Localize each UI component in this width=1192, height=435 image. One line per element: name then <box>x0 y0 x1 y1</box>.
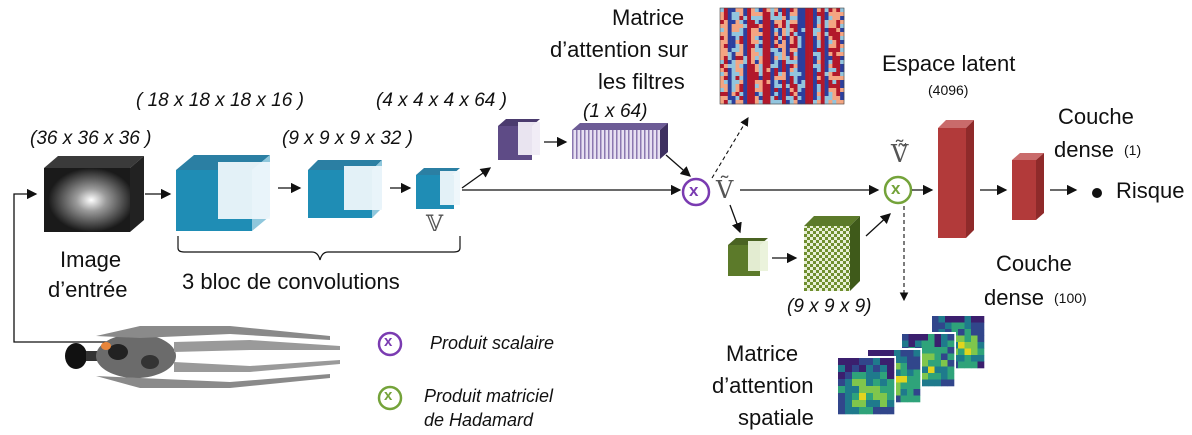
filter-attention-title-line2: d’attention sur <box>550 37 689 62</box>
legend-hadamard-glyph: x <box>384 387 393 404</box>
dense-100-block <box>1012 153 1044 220</box>
conv3-dims-label: (4 x 4 x 4 x 64 ) <box>376 90 507 111</box>
v-double-tilde-symbol: Ṽ̃ <box>891 140 909 168</box>
dense100-size: (100) <box>1054 290 1087 306</box>
dense1-size: (1) <box>1124 142 1142 158</box>
latent-space-title: Espace latent <box>882 51 1016 76</box>
image-label-line1: Image <box>60 247 122 272</box>
legend-hadamard-label-line1: Produit matriciel <box>424 386 554 406</box>
risk-label: Risque <box>1116 178 1185 203</box>
dense100-label-line1: Couche <box>996 251 1072 276</box>
dense100-label-line2: dense <box>984 285 1044 310</box>
filter-attention-title-line1: Matrice <box>612 5 685 30</box>
latent-space-size: (4096) <box>928 82 969 98</box>
input-dims-label: (36 x 36 x 36 ) <box>30 128 152 149</box>
hadamard-op-glyph: x <box>891 179 901 198</box>
legend-hadamard-label-line2: de Hadamard <box>424 410 534 430</box>
dashed-arrow-filter-matrix <box>711 117 749 179</box>
conv2-dims-label: (9 x 9 x 9 x 32 ) <box>282 128 413 149</box>
conv-block-3 <box>416 168 460 209</box>
conv-blocks-brace <box>177 236 461 261</box>
filter-attention-block <box>498 119 540 160</box>
spatial-attention-title-line2: d’attention <box>712 373 814 398</box>
dense1-label-line1: Couche <box>1058 104 1134 129</box>
arrow-vector-dot <box>665 154 691 177</box>
spatial-attention-title-line1: Matrice <box>726 341 799 366</box>
latent-space-block <box>938 120 974 238</box>
legend-hadamard-icon <box>377 385 403 411</box>
conv-block-2 <box>308 160 382 218</box>
filter-attention-title-line3: les filtres <box>598 69 685 94</box>
conv-block-1 <box>176 155 270 231</box>
arrow-map-hadamard <box>865 213 891 237</box>
filter-vector <box>572 123 668 159</box>
conv-blocks-label: 3 bloc de convolutions <box>182 269 400 294</box>
dense1-label-line2: dense <box>1054 137 1114 162</box>
legend-dot-product-icon <box>377 331 403 357</box>
spatial-dims-label: (9 x 9 x 9) <box>787 296 872 317</box>
filter-vector-dims-label: (1 x 64) <box>583 101 648 122</box>
spatial-attention-block <box>728 238 768 276</box>
hadamard-op <box>883 175 913 205</box>
v-symbol: 𝕍 <box>426 212 444 237</box>
arrow-body-input <box>13 188 110 343</box>
filter-attention-heatmap <box>719 7 845 105</box>
body-pet-image <box>65 326 340 388</box>
legend-dot-product-label: Produit scalaire <box>430 333 555 353</box>
risk-dot <box>1092 188 1102 198</box>
spatial-attention-title-line3: spatiale <box>738 405 814 430</box>
arrow-vtilde-green <box>729 204 742 234</box>
legend-dot-glyph: x <box>384 333 393 350</box>
v-tilde-symbol: Ṽ <box>716 176 734 204</box>
dot-op-glyph: x <box>689 181 699 200</box>
conv1-dims-label: ( 18 x 18 x 18 x 16 ) <box>136 90 304 111</box>
spatial-attention-matrices <box>836 314 986 416</box>
image-label-line2: d’entrée <box>48 277 128 302</box>
arrow-conv3-filterblock <box>461 167 492 189</box>
dot-product-op <box>681 177 711 207</box>
spatial-map <box>804 216 860 291</box>
input-image-cube <box>44 156 144 232</box>
